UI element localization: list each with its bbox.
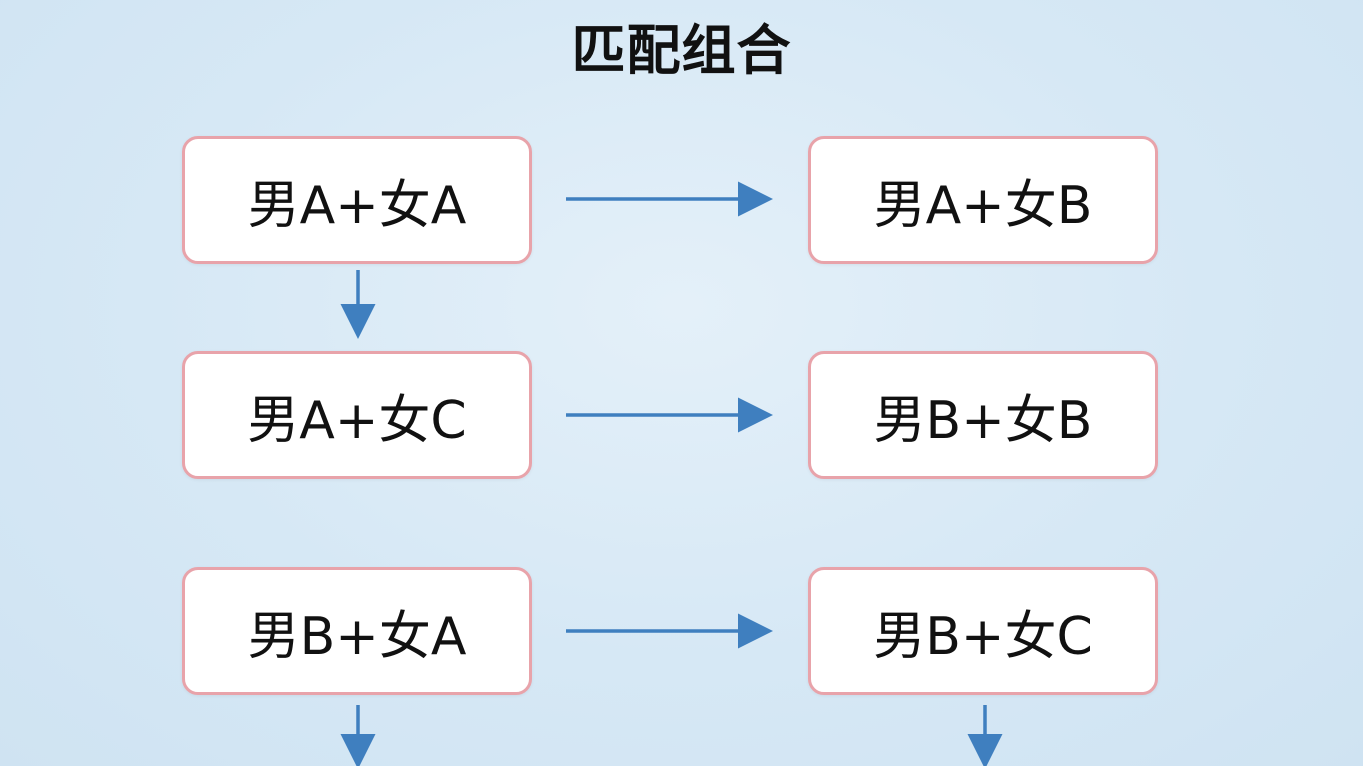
node-male-b-female-b: 男B+女B (808, 351, 1158, 479)
node-male-a-female-c: 男A+女C (182, 351, 532, 479)
node-male-a-female-a: 男A+女A (182, 136, 532, 264)
node-male-b-female-c: 男B+女C (808, 567, 1158, 695)
node-male-a-female-b: 男A+女B (808, 136, 1158, 264)
node-male-b-female-a: 男B+女A (182, 567, 532, 695)
diagram-title: 匹配组合 (571, 19, 792, 82)
